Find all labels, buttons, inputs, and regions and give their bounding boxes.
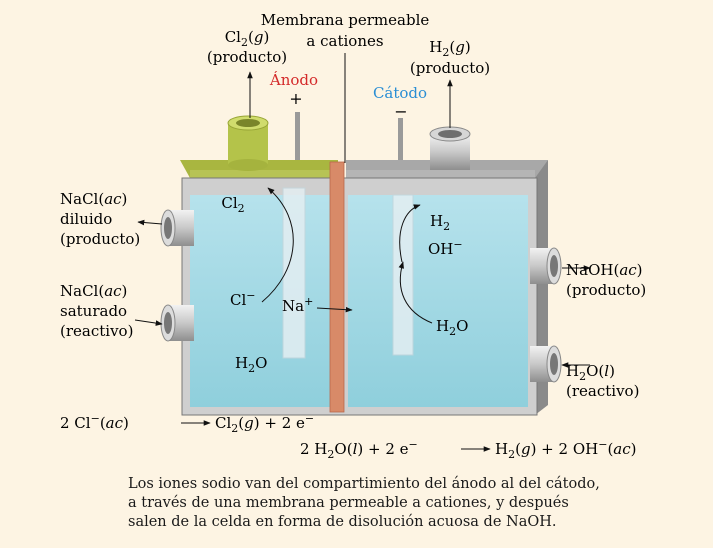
nacl-diluted-arrow	[137, 219, 163, 226]
anode-terminal	[295, 112, 300, 160]
nacl-saturated-formula: NaCl(ac)	[60, 282, 127, 300]
h2-product-formula: H2(g)	[429, 38, 470, 59]
cathode-label: Cátodo	[373, 84, 427, 102]
chloride-ion-label: Cl−	[230, 289, 256, 309]
cathode-electrode	[392, 194, 414, 356]
caption-line-1: Los iones sodio van del compartimiento d…	[128, 476, 600, 492]
anode-h2o-label: H2O	[235, 354, 267, 375]
anode-label: Ánodo	[269, 71, 318, 89]
cathode-h2-label: H2	[430, 212, 450, 233]
nacl-saturated-line3: (reactivo)	[60, 322, 133, 340]
cl2-outlet-pipe	[227, 115, 269, 171]
h2o-inlet-line2: (reactivo)	[566, 382, 639, 400]
h2-product-note: (producto)	[410, 59, 490, 77]
membrane-label-line2: a cationes	[306, 32, 383, 50]
h2o-inlet-formula: H2O(l)	[566, 362, 615, 383]
nacl-diluted-line3: (producto)	[60, 230, 140, 248]
nacl-diluted-formula: NaCl(ac)	[60, 190, 127, 208]
cation-membrane	[329, 161, 345, 413]
anode-half-reaction-left: 2 Cl−(ac)	[60, 412, 129, 432]
nacl-saturated-pipe	[160, 304, 194, 342]
cathode-sign: −	[394, 102, 407, 121]
nacl-diluted-pipe	[160, 209, 194, 247]
anode-half-reaction-right: Cl2(g) + 2 e−	[215, 412, 314, 435]
naoh-line2: (producto)	[566, 281, 646, 299]
anode-sign: +	[289, 89, 302, 108]
caption-line-2: a través de una membrana permeable a cat…	[128, 495, 569, 511]
cathode-h2o-label: H2O	[436, 317, 468, 338]
anode-electrode	[282, 187, 306, 359]
cl-to-cl2-curve	[261, 187, 294, 303]
membrane-label-line1: Membrana permeable	[261, 11, 430, 29]
h2-outlet-pipe	[429, 126, 471, 170]
cl2-product-note: (producto)	[207, 48, 287, 66]
h2o-to-oh-curve	[398, 261, 433, 324]
naoh-formula: NaOH(ac)	[566, 261, 643, 279]
nacl-saturated-arrow	[134, 319, 163, 326]
cathode-compartment	[348, 195, 528, 407]
hydroxide-ion-label: OH−	[428, 238, 463, 258]
sodium-ion-label: Na+	[282, 295, 313, 315]
h2o-inlet-pipe	[530, 345, 562, 383]
cathode-half-reaction-right: H2(g) + 2 OH−(ac)	[495, 438, 637, 461]
cathode-half-reaction-left: 2 H2O(l) + 2 e−	[300, 438, 418, 461]
nacl-diluted-line2: diluido	[60, 210, 112, 228]
nacl-saturated-line2: saturado	[60, 302, 127, 320]
anode-cl2-label: Cl2	[221, 194, 244, 215]
na-migration-arrow	[316, 306, 353, 313]
cathode-terminal	[398, 118, 403, 160]
cl2-product-formula: Cl2(g)	[225, 28, 270, 49]
h2o-to-h2-curve	[399, 204, 421, 263]
caption-line-3: salen de la celda en forma de disolución…	[128, 514, 557, 530]
naoh-outlet-pipe	[530, 247, 562, 285]
anode-compartment	[190, 195, 330, 407]
figure-caption: Los iones sodio van del compartimiento d…	[128, 475, 648, 532]
